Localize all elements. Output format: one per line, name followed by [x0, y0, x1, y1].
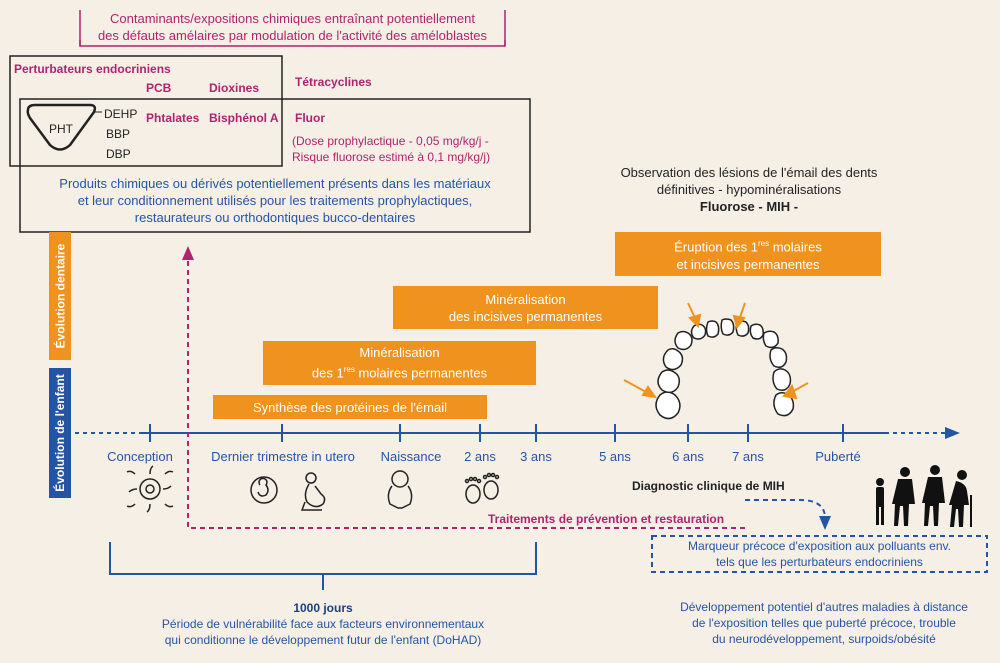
teeth-arrows [623, 302, 809, 400]
thousand-days-title: 1000 jours [293, 601, 353, 615]
tick-5-years: 5 ans [599, 449, 631, 464]
pregnant-woman-icon [300, 472, 326, 511]
marker-line-1: Marqueur précoce d'exposition aux pollua… [688, 539, 951, 553]
tick-3-years: 3 ans [520, 449, 552, 464]
tick-puberty: Puberté [815, 449, 861, 464]
observation-line-3: Fluorose - MIH - [699, 199, 799, 214]
timeline-ticks [149, 424, 844, 442]
observation-line-1: Observation des lésions de l'émail des d… [620, 165, 878, 180]
bisphenol-label: Bisphénol A [209, 111, 279, 125]
teeth-arch-icon [655, 318, 795, 420]
incisors-mineralization-bar: Minéralisation des incisives permanentes [393, 286, 658, 329]
thousand-days-text: 1000 jours Période de vulnérabilité face… [120, 600, 526, 648]
treatments-arrowhead [182, 246, 194, 260]
eruption-line-2: et incisives permanentes [676, 256, 820, 272]
enamel-label: Synthèse des protéines de l'émail [253, 399, 447, 415]
tick-conception: Conception [107, 449, 173, 464]
development-line-2: de l'exposition telles que puberté préco… [692, 616, 956, 630]
dehp-label: DEHP [104, 107, 138, 121]
development-line-3: du neurodéveloppement, surpoids/obésité [712, 632, 936, 646]
dental-evolution-label: Évolution dentaire [53, 243, 67, 349]
enamel-protein-bar: Synthèse des protéines de l'émail [213, 395, 487, 419]
dose-line-2: Risque fluorose estimé à 0,1 mg/kg/j) [292, 150, 491, 164]
pht-text: PHT [49, 122, 73, 136]
header-line-2: des défauts amélaires par modulation de … [97, 28, 488, 43]
phtalates-label: Phtalates [146, 111, 200, 125]
child-side-bar [49, 368, 71, 498]
eruption-line-1: Éruption des 1res molaires [674, 239, 822, 255]
dose-line-1: (Dose prophylactique - 0,05 mg/kg/j - [292, 134, 489, 148]
products-line-3: restaurateurs ou orthodontiques bucco-de… [134, 210, 416, 225]
tetracyclines-label: Tétracyclines [295, 75, 372, 89]
conception-icon [126, 465, 174, 513]
treatments-label: Traitements de prévention et restauratio… [488, 512, 725, 526]
tick-birth: Naissance [380, 449, 442, 464]
eruption-bar: Éruption des 1res molaires et incisives … [615, 232, 881, 276]
endocrine-title: Perturbateurs endocriniens [14, 62, 171, 76]
tick-6-years: 6 ans [672, 449, 704, 464]
observation-text: Observation des lésions de l'émail des d… [600, 164, 898, 215]
molars-line-1: Minéralisation [359, 345, 440, 361]
molars-line-2: des 1res molaires permanentes [311, 365, 488, 381]
baby-icon [387, 470, 413, 509]
tick-last-trimester: Dernier trimestre in utero [211, 449, 355, 464]
tick-2-years: 2 ans [464, 449, 496, 464]
pht-icon [26, 103, 97, 151]
molars-mineralization-bar: Minéralisation des 1res molaires permane… [263, 341, 536, 385]
fluor-label: Fluor [295, 111, 325, 125]
materials-box [19, 98, 531, 233]
development-text: Développement potentiel d'autres maladie… [656, 599, 992, 647]
dbp-label: DBP [106, 147, 131, 161]
incisors-line-2: des incisives permanentes [448, 308, 603, 324]
dental-side-bar [49, 232, 71, 360]
observation-line-2: définitives - hypominéralisations [656, 182, 842, 197]
products-line-1: Produits chimiques ou dérivés potentiell… [59, 176, 491, 191]
pcb-label: PCB [146, 81, 172, 95]
diagnosis-label: Diagnostic clinique de MIH [632, 479, 785, 493]
fluor-dose-text: (Dose prophylactique - 0,05 mg/kg/j - Ri… [292, 133, 528, 165]
tick-7-years: 7 ans [732, 449, 764, 464]
timeline-arrowhead [945, 427, 960, 439]
header-text: Contaminants/expositions chimiques entra… [80, 10, 505, 44]
thousand-days-bracket [109, 542, 537, 575]
header-line-1: Contaminants/expositions chimiques entra… [110, 11, 475, 26]
footprints-icon [464, 472, 500, 504]
development-line-1: Développement potentiel d'autres maladie… [680, 600, 968, 614]
diagnosis-dashed-arrow [745, 499, 826, 519]
products-text: Produits chimiques ou dérivés potentiell… [20, 175, 530, 226]
marker-text: Marqueur précoce d'exposition aux pollua… [652, 538, 987, 570]
diagnosis-arrowhead [819, 516, 831, 530]
dioxines-label: Dioxines [209, 81, 260, 95]
child-evolution-label: Évolution de l'enfant [53, 374, 67, 492]
thousand-days-line-2: qui conditionne le développement futur d… [164, 633, 482, 647]
products-line-2: et leur conditionnement utilisés pour le… [77, 193, 473, 208]
marker-line-2: tels que les perturbateurs endocriniens [716, 555, 923, 569]
marker-box [651, 535, 988, 573]
bbp-label: BBP [106, 127, 131, 141]
incisors-line-1: Minéralisation [485, 291, 566, 307]
fetus-icon [250, 476, 278, 504]
aging-people-icon [876, 465, 972, 527]
endocrine-box [9, 55, 283, 167]
thousand-days-line-1: Période de vulnérabilité face aux facteu… [161, 617, 485, 631]
